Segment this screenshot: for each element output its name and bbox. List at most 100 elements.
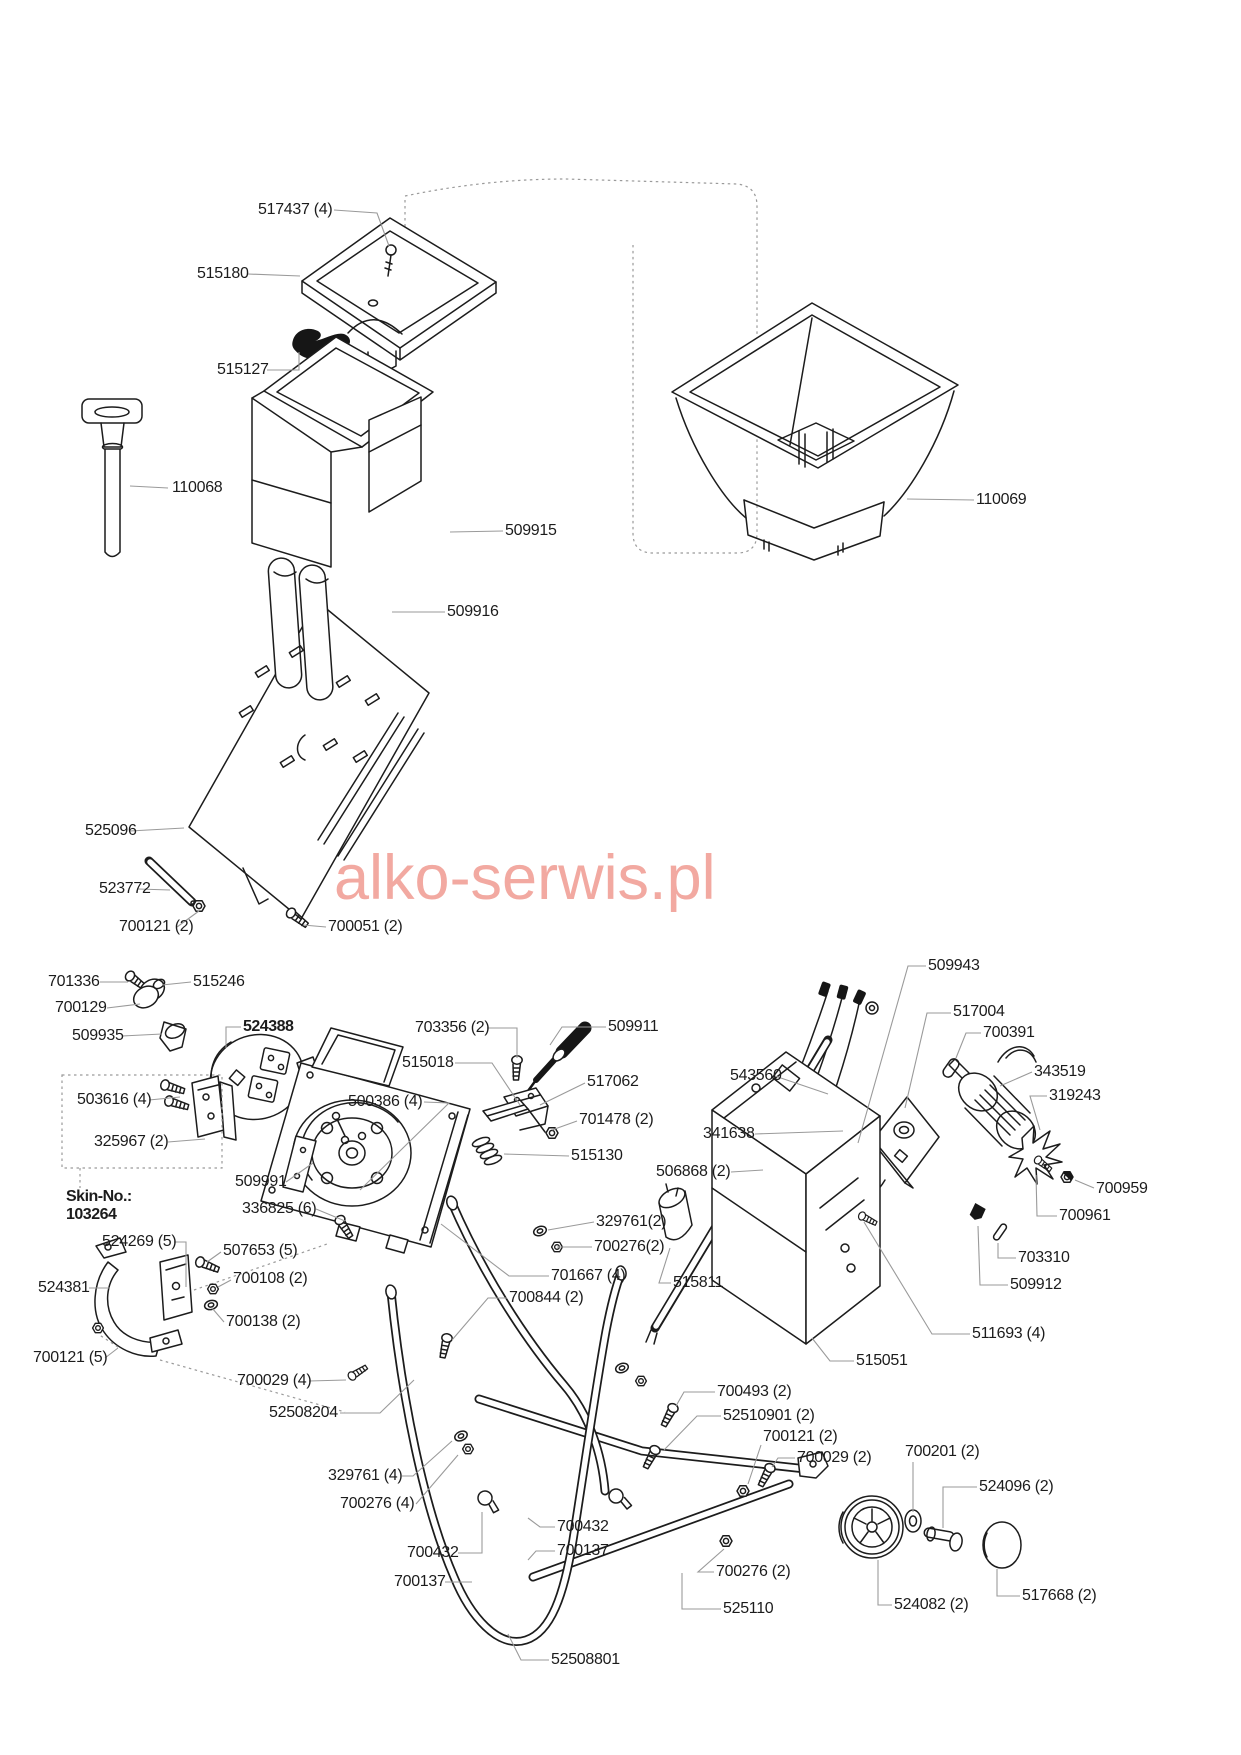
wheel-drawing	[838, 1495, 1022, 1569]
leader-line	[129, 827, 185, 832]
part-label-515127: 515127	[217, 361, 269, 378]
part-label-701667-4: 701667 (4)	[551, 1267, 626, 1284]
leader-line	[211, 1307, 225, 1323]
leader-line	[137, 888, 171, 891]
bolt-stack-drawing	[122, 968, 187, 1052]
leader-line	[121, 1033, 163, 1037]
part-label-700959: 700959	[1096, 1180, 1148, 1197]
part-label-523772: 523772	[99, 880, 151, 897]
part-label-319243: 319243	[1049, 1087, 1101, 1104]
part-label-524096-2: 524096 (2)	[979, 1478, 1054, 1495]
part-label-700137: 700137	[394, 1573, 446, 1590]
part-label-110068: 110068	[172, 479, 223, 496]
leader-lines	[89, 209, 1095, 1661]
leader-line	[906, 498, 975, 501]
funnel-frame-drawing	[301, 217, 497, 371]
part-label-509991: 509991	[235, 1173, 287, 1190]
leader-line	[507, 1633, 549, 1661]
part-label-500386-4: 500386 (4)	[348, 1093, 423, 1110]
hopper-drawing	[671, 302, 959, 561]
leader-line	[942, 1486, 977, 1528]
leader-line	[696, 1548, 725, 1573]
part-label-701336: 701336	[48, 973, 100, 990]
part-label-700201-2: 700201 (2)	[905, 1443, 980, 1460]
leader-line	[106, 1003, 141, 1009]
leader-line	[904, 1012, 951, 1109]
clamp-bracket-drawing	[79, 1168, 346, 1413]
part-label-525110: 525110	[723, 1600, 774, 1617]
part-label-325967-2: 325967 (2)	[94, 1133, 169, 1150]
leader-line	[174, 1241, 187, 1287]
part-label-525096: 525096	[85, 822, 137, 839]
part-label-700493-2: 700493 (2)	[717, 1383, 792, 1400]
leader-line	[527, 1550, 555, 1561]
leader-line	[857, 965, 926, 1144]
leader-line	[658, 1247, 671, 1284]
leader-line	[458, 1512, 483, 1554]
part-label-524381: 524381	[38, 1279, 90, 1296]
leader-line	[402, 1440, 453, 1477]
part-label-700029-4: 700029 (4)	[237, 1372, 312, 1389]
leader-line	[730, 1169, 764, 1173]
part-label-700138-2: 700138 (2)	[226, 1313, 301, 1330]
part-label-700137: 700137	[557, 1542, 609, 1559]
part-label-515180: 515180	[197, 265, 249, 282]
part-label-341638: 341638	[703, 1125, 755, 1142]
part-label-700432: 700432	[407, 1544, 459, 1561]
leader-line	[503, 1153, 570, 1157]
part-label-103264: 103264	[66, 1206, 117, 1223]
part-label-329761-4: 329761 (4)	[328, 1467, 403, 1484]
leader-line	[129, 485, 169, 489]
part-label-700121-2: 700121 (2)	[763, 1428, 838, 1445]
leader-line	[977, 1225, 1008, 1286]
leader-line	[663, 1415, 721, 1451]
part-label-515051: 515051	[856, 1352, 908, 1369]
part-label-700129: 700129	[55, 999, 107, 1016]
part-label-700121-2: 700121 (2)	[119, 918, 194, 935]
part-label-skin-no: Skin-No.:	[66, 1188, 132, 1205]
leader-line	[161, 981, 192, 986]
leader-line	[359, 1101, 451, 1191]
leader-line	[999, 1071, 1033, 1087]
leader-line	[997, 1243, 1016, 1259]
part-label-336825-6: 336825 (6)	[242, 1200, 317, 1217]
part-label-506868-2: 506868 (2)	[656, 1163, 731, 1180]
leader-line	[754, 1130, 844, 1135]
part-label-517437-4: 517437 (4)	[258, 201, 333, 218]
part-label-515246: 515246	[193, 973, 245, 990]
part-label-343519: 343519	[1034, 1063, 1086, 1080]
leader-line	[549, 1026, 606, 1046]
leader-line	[955, 1032, 981, 1059]
leader-line	[206, 1251, 222, 1263]
leader-line	[449, 530, 504, 533]
part-label-700276-2: 700276(2)	[594, 1238, 665, 1255]
part-label-543560: 543560	[730, 1067, 782, 1084]
part-label-515130: 515130	[571, 1147, 623, 1164]
motor-drawing	[948, 1046, 1074, 1185]
part-label-52510901-2: 52510901 (2)	[723, 1407, 815, 1424]
part-label-700121-5: 700121 (5)	[33, 1349, 108, 1366]
knife-disc-drawing	[158, 1033, 317, 1141]
leader-line	[1074, 1179, 1095, 1189]
fasteners-drawing	[91, 900, 1008, 1547]
chassis-plate-drawing	[188, 557, 430, 920]
leader-line	[747, 1444, 762, 1485]
part-label-515811: 515811	[673, 1274, 724, 1291]
chute-tower-drawing	[251, 336, 434, 568]
part-label-52508204: 52508204	[269, 1404, 338, 1421]
leader-line	[285, 1162, 314, 1183]
part-label-700432: 700432	[557, 1518, 609, 1535]
leader-line	[774, 1075, 829, 1095]
part-label-509915: 509915	[505, 522, 557, 539]
leader-line	[527, 1517, 555, 1528]
leader-line	[267, 352, 300, 371]
leader-line	[333, 209, 390, 247]
leader-line	[225, 1026, 241, 1048]
leader-line	[1035, 1174, 1057, 1217]
part-label-509943: 509943	[928, 957, 980, 974]
leader-line	[451, 1297, 507, 1341]
part-label-703310: 703310	[1018, 1249, 1070, 1266]
handle-frame-drawing	[385, 1195, 829, 1646]
